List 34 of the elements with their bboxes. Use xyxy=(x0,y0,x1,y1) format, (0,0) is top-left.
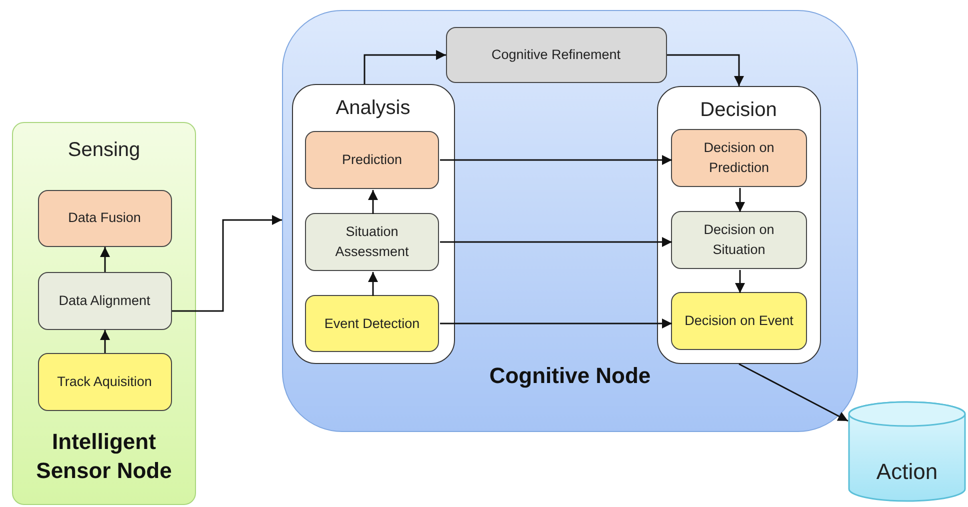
arrow xyxy=(364,50,446,84)
arrow xyxy=(368,272,378,296)
process-box: Decision on Prediction xyxy=(671,129,807,187)
process-box: Data Alignment xyxy=(38,272,172,330)
process-box: Decision on Situation xyxy=(671,211,807,269)
section-heading: Decision xyxy=(699,98,778,122)
sensor-node-panel xyxy=(12,122,196,505)
arrow xyxy=(667,54,744,86)
stage-panel xyxy=(292,84,454,364)
process-box: Prediction xyxy=(305,131,439,189)
arrow xyxy=(100,247,110,272)
arrow xyxy=(738,363,848,422)
arrow xyxy=(172,215,282,312)
node-label: Action xyxy=(876,459,938,484)
process-box: Situation Assessment xyxy=(305,213,439,271)
node-title: Intelligent Sensor Node xyxy=(35,428,173,486)
section-heading: Analysis xyxy=(334,96,412,120)
node-title: Cognitive Node xyxy=(488,362,652,390)
arrow xyxy=(735,270,745,293)
cognitive-node-panel xyxy=(282,10,858,432)
process-box: Track Aquisition xyxy=(38,352,172,410)
arrow xyxy=(735,188,745,212)
arrow xyxy=(440,318,672,328)
process-box: Cognitive Refinement xyxy=(446,26,666,82)
section-heading: Sensing xyxy=(66,139,142,162)
arrow xyxy=(440,155,672,165)
arrow xyxy=(100,330,110,353)
stage-panel xyxy=(656,86,820,364)
arrow xyxy=(368,190,378,214)
process-box: Decision on Event xyxy=(671,292,807,350)
action-cylinder xyxy=(848,401,966,502)
arrow xyxy=(440,237,672,247)
process-box: Data Fusion xyxy=(38,190,172,246)
process-box: Event Detection xyxy=(305,295,439,352)
